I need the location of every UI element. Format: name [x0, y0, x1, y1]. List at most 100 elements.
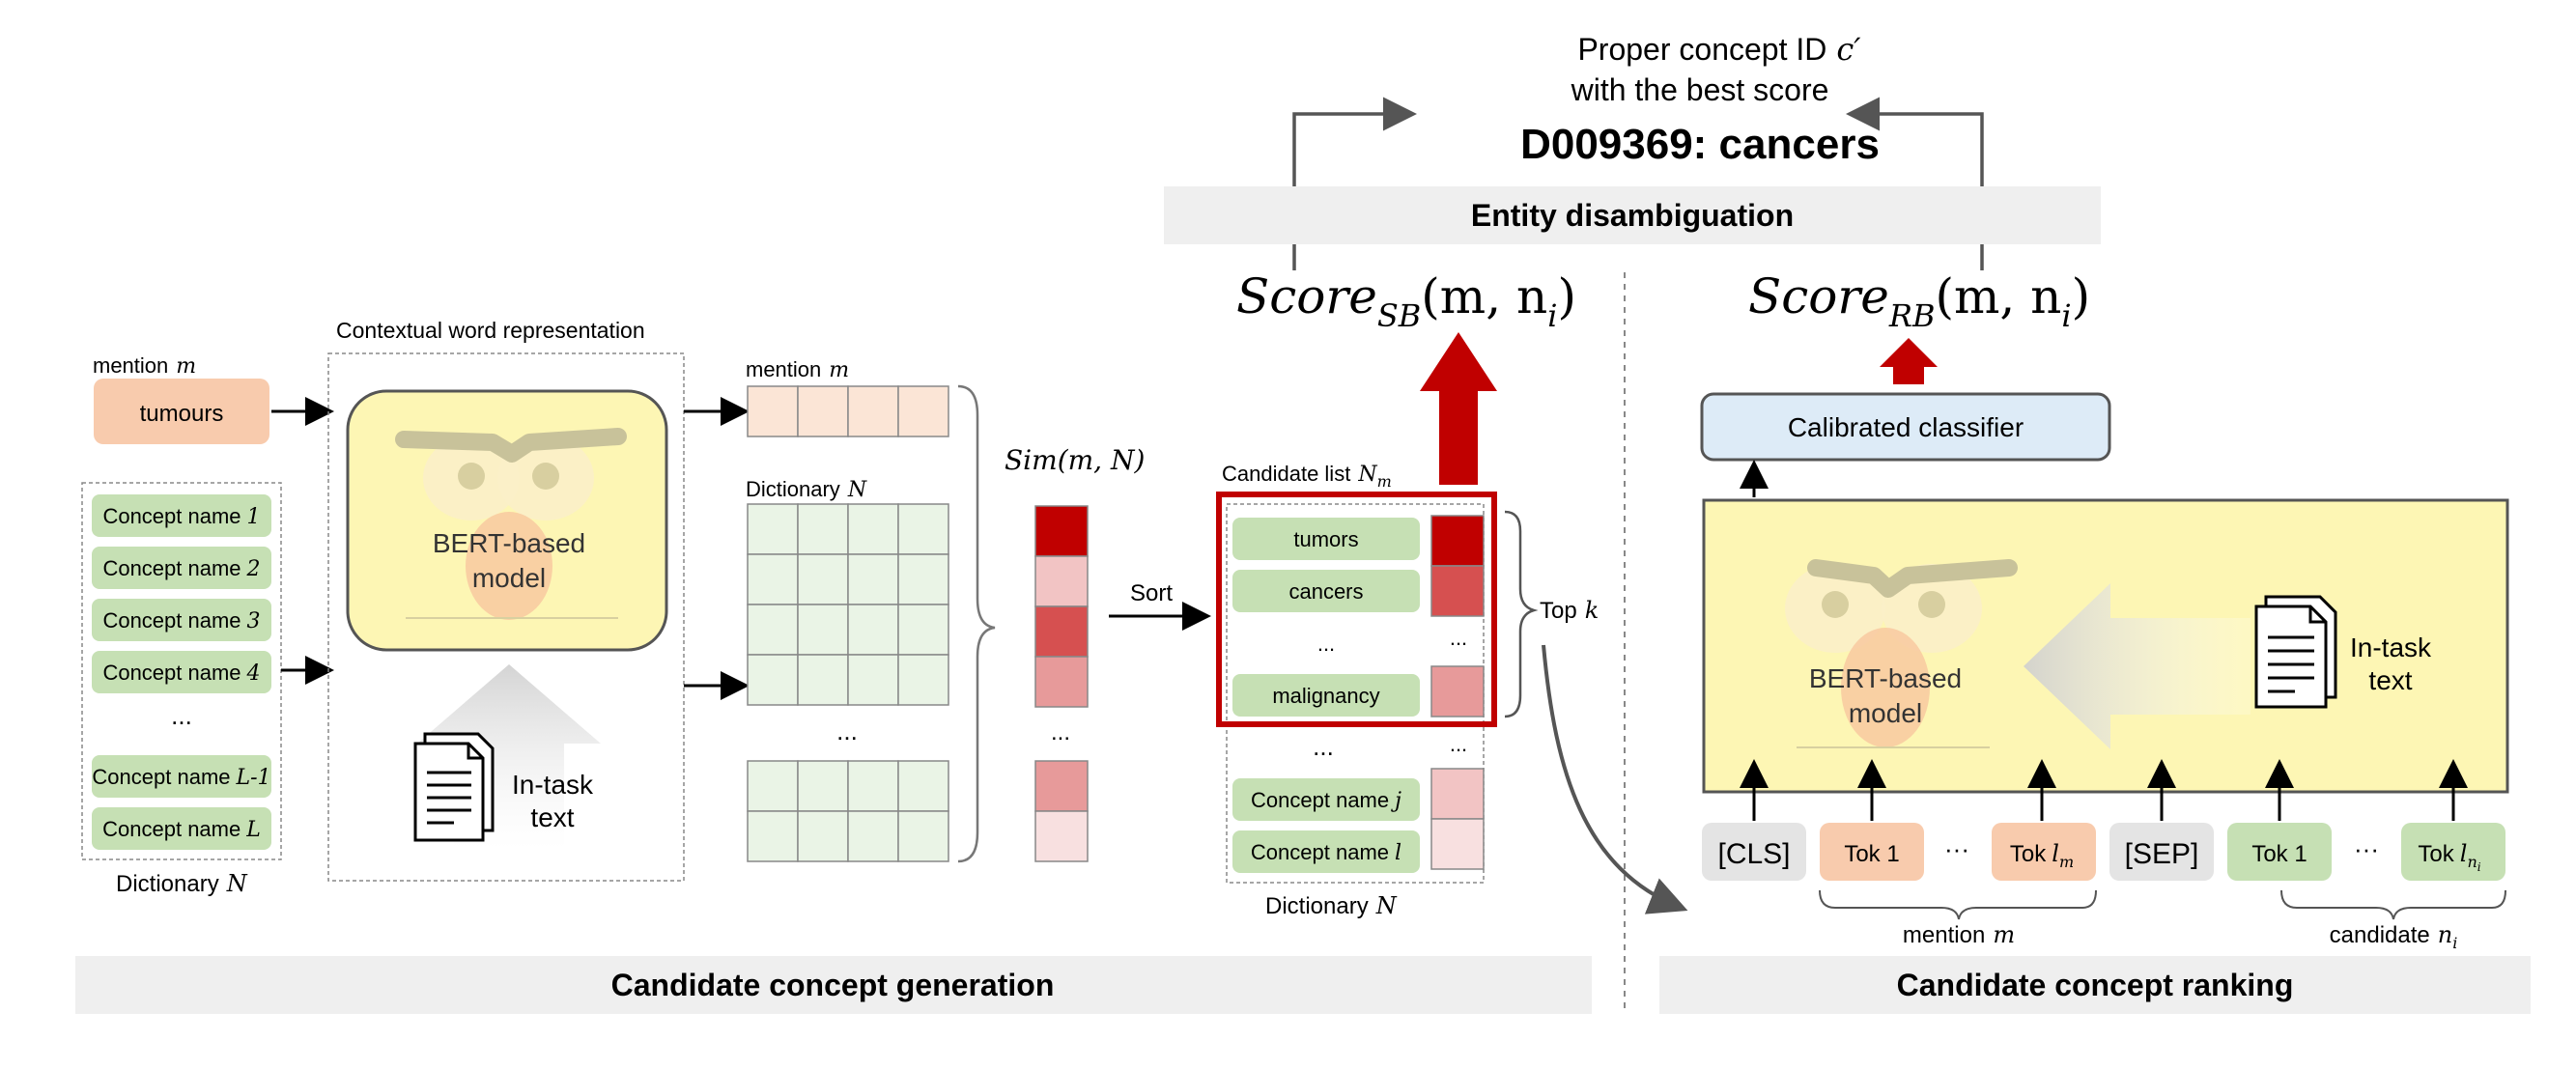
- entity-disambiguation-bar: [1164, 186, 2101, 244]
- candidate-item: [1232, 778, 1420, 821]
- token-arrows: [1740, 759, 2468, 821]
- dictionary-matrix-cell: [747, 604, 799, 656]
- candidate-item-label: malignancy: [1272, 684, 1379, 708]
- contextual-caption: Contextual word representation: [336, 318, 645, 343]
- mention-vector-cell: [797, 385, 849, 437]
- document-icon-right: [2254, 595, 2337, 709]
- mention-value: tumours: [140, 401, 224, 427]
- bert-right-label-2: model: [1849, 698, 1922, 728]
- svg-text:[CLS]: [CLS]: [1717, 838, 1790, 870]
- dictionary-matrix-cell: [897, 503, 949, 555]
- intask-left-1: In-task: [512, 770, 594, 800]
- sb-red-arrow: [1420, 332, 1497, 485]
- candidate-item-label: tumors: [1293, 527, 1358, 551]
- candidate-item-label: ...: [1317, 632, 1335, 656]
- result-answer: D009369: cancers: [1520, 121, 1880, 168]
- candidate-score-cell: [1430, 565, 1485, 617]
- dictionary-matrix-cell: [747, 810, 799, 862]
- dictionary-matrix-cell: [847, 810, 899, 862]
- candidate-ranking-bar: [1659, 956, 2531, 1014]
- candidate-score-cell: [1430, 768, 1485, 820]
- dictionary-ellipsis: ...: [171, 701, 192, 730]
- dictionary-matrix-cell: [747, 654, 799, 706]
- concept-item: [92, 651, 271, 693]
- concept-item: [92, 755, 271, 798]
- sim-label: Sim(m, N): [1005, 444, 1145, 476]
- dictionary-matrix: [747, 503, 949, 862]
- dictionary-matrix-cell: [797, 503, 849, 555]
- mention-vector-cell: [747, 385, 799, 437]
- dictionary-matrix-cell: [797, 810, 849, 862]
- mention-vector-cell: [847, 385, 899, 437]
- score-rb: ScoreRB(m, ni): [1748, 268, 2090, 334]
- token-mention-1: [1820, 823, 1924, 881]
- dictionary-matrix-cell: [847, 760, 899, 812]
- candidate-rest-ellipsis: ...: [1313, 732, 1334, 761]
- candidate-item-label: cancers: [1288, 579, 1363, 604]
- candidate-score-cell: [1430, 515, 1485, 567]
- dictionary-matrix-cell: [897, 654, 949, 706]
- dictionary-matrix-cell: [897, 760, 949, 812]
- concept-item: [92, 547, 271, 589]
- document-icon: [413, 732, 495, 842]
- candidate-scores: ...: [1430, 515, 1485, 870]
- mention-box: [94, 379, 269, 444]
- dictionary-matrix-cell: [797, 604, 849, 656]
- dictionary-matrix-cell: [847, 553, 899, 605]
- score-cell: [1034, 810, 1089, 862]
- token-candidate-last: [2401, 823, 2505, 881]
- dictionary-matrix-cell: [747, 553, 799, 605]
- intask-right-2: text: [2368, 665, 2412, 695]
- token-mention-ellipsis: ···: [1944, 834, 1969, 863]
- svg-text:Proper concept IDc′: Proper concept IDc′: [1577, 31, 1861, 68]
- dictionary-matrix-cell: [797, 553, 849, 605]
- result-line2: with the best score: [1571, 72, 1829, 107]
- dictionary-matrix-cell: [747, 503, 799, 555]
- bert-left-label-1: BERT-based: [433, 528, 585, 558]
- dictionary-matrix-cell: [747, 760, 799, 812]
- bert-right-label-1: BERT-based: [1809, 663, 1962, 693]
- result-concept-var: c′: [1836, 31, 1861, 68]
- candidate-list: tumors cancers... malignancy: [1232, 518, 1420, 717]
- rb-red-arrow: [1880, 338, 1938, 384]
- candidate-ranking-label: Candidate concept ranking: [1897, 968, 2294, 1002]
- contextual-frame: [327, 352, 685, 882]
- calibrated-classifier-box: [1700, 392, 2111, 462]
- bert-left-label-2: model: [472, 563, 546, 593]
- dictionary-matrix-cell: [797, 760, 849, 812]
- mention-brace: [1819, 889, 2097, 920]
- score-cell: [1034, 505, 1089, 557]
- topk-highlight: [1216, 492, 1497, 727]
- mention-vector: [747, 385, 949, 437]
- token-cls: [1702, 823, 1806, 881]
- score-ellipsis: ...: [1051, 719, 1070, 745]
- intask-right-1: In-task: [2350, 633, 2432, 662]
- calibrated-classifier-label: Calibrated classifier: [1788, 412, 2024, 442]
- candidate-generation-bar: [75, 956, 1592, 1014]
- entity-disambiguation-label: Entity disambiguation: [1471, 198, 1794, 233]
- svg-text:Tok 1: Tok 1: [2251, 841, 2307, 867]
- token-sep: [2109, 823, 2214, 881]
- intask-left-2: text: [530, 802, 574, 832]
- dictionary-matrix-cell: [847, 654, 899, 706]
- concept-item: [92, 807, 271, 850]
- candidate-score-cell: [1430, 818, 1485, 870]
- candidate-brace: [2280, 889, 2506, 920]
